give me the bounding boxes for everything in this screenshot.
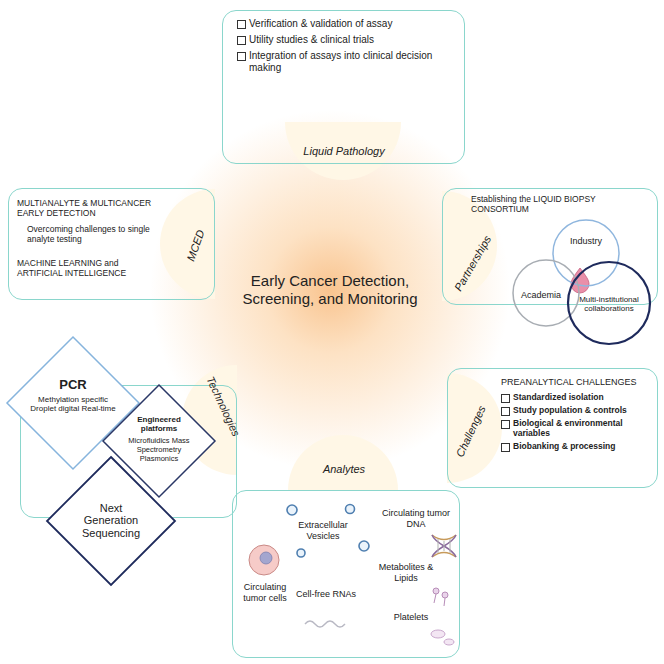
section-wedge (288, 435, 398, 490)
pathology-panel: Liquid Pathology Verification & validatio… (222, 10, 465, 164)
section-wedges (160, 122, 502, 490)
analyte-label: Circulating tumor DNA (381, 508, 451, 529)
analyte-label: Circulating tumor cells (238, 582, 292, 603)
heading-text: MACHINE LEARNING and ARTIFICIAL INTELLIG… (17, 258, 165, 278)
challenges-panel: Challenges PREANALYTICAL CHALLENGES Standa… (447, 368, 658, 488)
analyte-label: Metabolites & Lipids (371, 562, 441, 583)
bullet-item: Integration of assays into clinical deci… (237, 50, 452, 74)
circle-label: Multi-institutional collaborations (570, 295, 648, 314)
lipid-icon (433, 588, 448, 606)
analyte-label: Platelets (381, 612, 441, 623)
diagram-title: Early Cancer Detection, Screening, and M… (225, 272, 435, 308)
bullet-item: Biobanking & processing (501, 441, 653, 451)
section-label: Analytes (304, 463, 384, 476)
bullet-item: Standardized isolation (501, 392, 653, 402)
bullet-item: Study population & controls (501, 405, 653, 415)
section-label: Challenges (446, 387, 496, 474)
analytes-panel: AnalytesCirculating tumor cellsExtracell… (232, 490, 460, 658)
section-wedge (285, 122, 401, 180)
bullet-item: Biological & environmental variables (501, 418, 653, 438)
circle-label: Academia (513, 290, 569, 301)
section-label: MCED (180, 215, 213, 276)
heading-text: MULTIANALYTE & MULTICANCER EARLY DETECTI… (17, 198, 165, 218)
collaboration-circle: Multi-institutional collaborations (567, 261, 651, 345)
diamond-title: Engineered platforms (128, 415, 190, 434)
tumor-cell-icon (249, 545, 279, 575)
heading-text: PREANALYTICAL CHALLENGES (501, 377, 653, 388)
bullet-item: Verification & validation of assay (237, 18, 452, 30)
diamond-title: PCR (43, 377, 103, 392)
vesicle-icons (287, 505, 369, 558)
diamond-text: Methylation specific Droplet digital Rea… (28, 395, 118, 414)
dna-icon (432, 535, 456, 557)
body-text: Overcoming challenges to single analyte … (27, 224, 163, 244)
heading-text: Establishing the LIQUID BIOPSY CONSORTIU… (471, 194, 651, 214)
mced-panel: MCED MULTIANALYTE & MULTICANCER EARLY DET… (8, 188, 215, 300)
circle-shape (553, 220, 619, 286)
rna-icon (305, 621, 345, 627)
section-label: Liquid Pathology (289, 145, 399, 158)
industry-circle: Industry (552, 219, 620, 287)
section-wedge (160, 189, 215, 299)
circle-outline (552, 219, 620, 287)
section-label: Partnerships (445, 221, 501, 305)
analyte-label: Extracellular Vesicles (290, 520, 356, 541)
sequencing-diamond: Next Generation Sequencing (47, 457, 175, 585)
diamond-shape (47, 457, 175, 585)
circle-label: Industry (556, 236, 616, 247)
bullet-item: Utility studies & clinical trials (237, 34, 452, 46)
technologies-panel: TechnologiesPCRMethylation specific Drop… (20, 385, 237, 518)
partnerships-panel: Partnerships Establishing the LIQUID BIOP… (442, 188, 658, 305)
diamond-text: Microfluidics Mass Spectrometry Plasmoni… (126, 437, 192, 464)
analyte-label: Cell-free RNAs (294, 589, 358, 600)
section-wedge (447, 373, 502, 483)
diamond-title: Next Generation Sequencing (73, 502, 149, 541)
circle-shape (568, 262, 650, 344)
platelet-icon (431, 630, 454, 645)
